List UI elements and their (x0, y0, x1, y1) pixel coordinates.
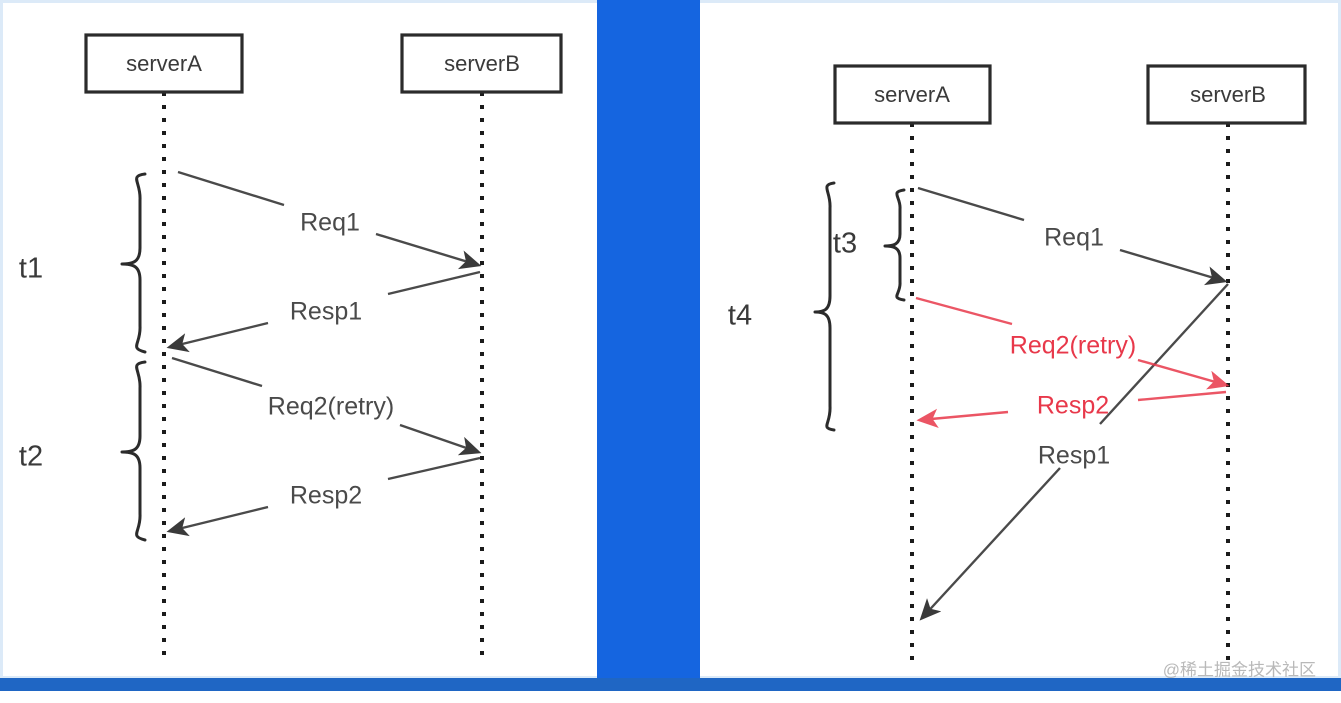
message-req1-left: Req1 (177, 170, 482, 270)
participant-serverA-right[interactable]: serverA (833, 64, 992, 125)
message-resp1-right: Resp1 (919, 283, 1229, 621)
message-req2-retry-right: Req2(retry) (915, 296, 1230, 390)
participant-serverA-left[interactable]: serverA (84, 33, 244, 94)
brace-t1: t1 (19, 172, 147, 354)
message-req2-retry-left: Req2(retry) (171, 356, 482, 456)
panel-divider (597, 0, 700, 679)
message-req1-right: Req1 (917, 186, 1228, 286)
message-resp1-left: Resp1 (166, 270, 481, 353)
brace-t3: t3 (833, 188, 906, 302)
brace-label: t2 (19, 441, 43, 473)
message-label: Resp1 (1038, 442, 1110, 470)
brace-t4: t4 (728, 181, 836, 432)
brace-t2: t2 (19, 360, 147, 542)
participant-label: serverA (126, 51, 202, 76)
message-resp2-left: Resp2 (166, 456, 481, 537)
right-panel: serverA serverB Resp1 Req1 (728, 64, 1307, 662)
watermark: @稀土掘金技术社区 (1163, 660, 1316, 679)
bottom-accent-bar (0, 678, 1341, 691)
message-label: Req1 (300, 209, 360, 237)
participant-label: serverB (1190, 82, 1266, 107)
message-label: Resp2 (1037, 392, 1109, 420)
left-panel: serverA serverB Req1 Resp1 (19, 33, 563, 662)
message-label: Resp1 (290, 298, 362, 326)
brace-label: t3 (833, 228, 857, 260)
message-resp2-right: Resp2 (916, 390, 1227, 429)
message-label: Req2(retry) (1010, 332, 1136, 360)
participant-serverB-right[interactable]: serverB (1146, 64, 1307, 125)
brace-label: t4 (728, 300, 752, 332)
brace-label: t1 (19, 253, 43, 285)
participant-label: serverB (444, 51, 520, 76)
participant-label: serverA (874, 82, 950, 107)
message-label: Req2(retry) (268, 393, 394, 421)
message-label: Resp2 (290, 482, 362, 510)
participant-serverB-left[interactable]: serverB (400, 33, 563, 94)
message-label: Req1 (1044, 224, 1104, 252)
